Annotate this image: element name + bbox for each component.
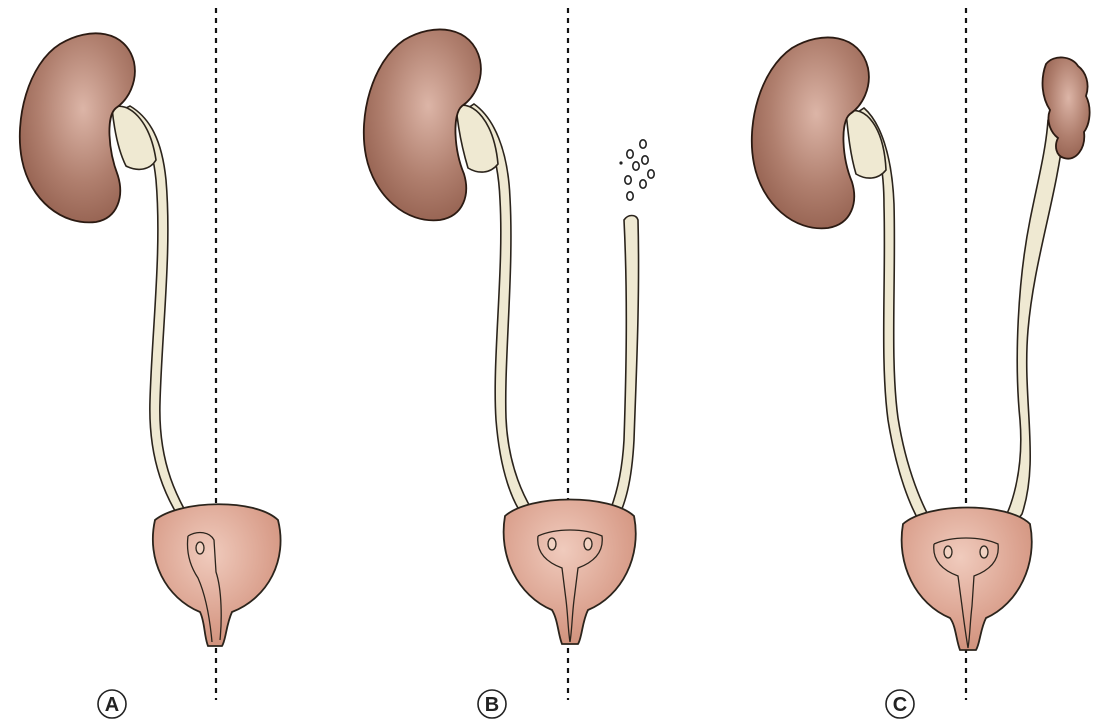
- bladder-c: [902, 508, 1032, 651]
- ureteral-orifice-right-b: [548, 538, 556, 550]
- ureter-a: [118, 106, 203, 540]
- panel-c: C: [752, 8, 1090, 718]
- renal-pelvis-right-b: [456, 105, 498, 172]
- renal-fragments-b: [619, 140, 654, 200]
- ureteral-orifice-right-c: [944, 546, 952, 558]
- panel-b: B: [364, 8, 654, 718]
- ureteral-orifice-a: [196, 542, 204, 554]
- renal-pelvis-right-c: [846, 110, 886, 178]
- ureter-stump-left-b: [602, 216, 639, 529]
- bladder-b: [504, 500, 636, 645]
- ureter-left-c: [998, 117, 1064, 530]
- panel-label-c: C: [893, 694, 907, 716]
- renal-pelvis-a: [112, 106, 156, 169]
- ureteral-orifice-left-b: [584, 538, 592, 550]
- ureteral-orifice-left-c: [980, 546, 988, 558]
- panel-label-b: B: [485, 694, 499, 716]
- panel-a: A: [20, 8, 281, 718]
- panel-label-a: A: [105, 694, 119, 716]
